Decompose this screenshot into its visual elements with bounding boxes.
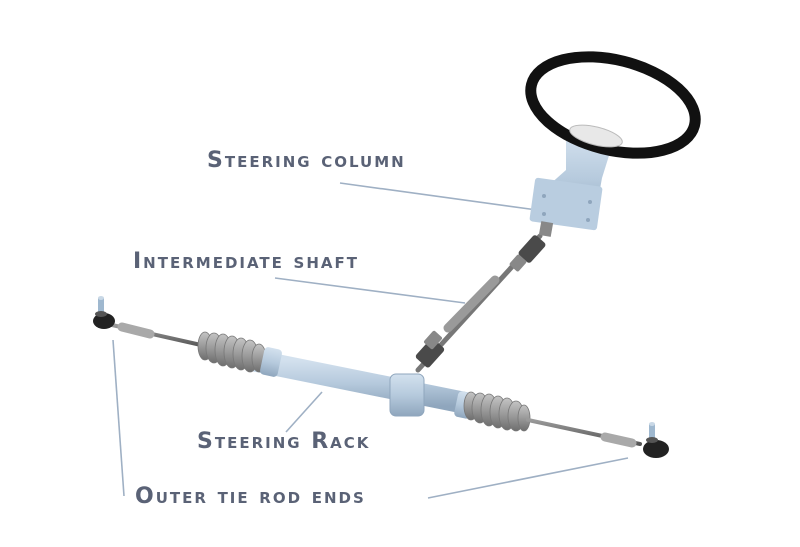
steering-wheel [525,51,701,159]
steering-rack-assembly [110,322,642,448]
leader-line-intermediate-shaft [274,277,466,304]
label-intermediate-shaft: Intermediate shaft [133,249,359,274]
lower-universal-joint [415,330,445,368]
leader-line-tie-rod-right [427,457,629,499]
leader-lines [112,182,629,499]
left-tie-rod-end [93,296,115,329]
upper-universal-joint [509,235,546,272]
steering-column [529,134,612,237]
right-rubber-boot [463,391,531,432]
label-outer-tie-rod-ends: Outer tie rod ends [135,484,366,509]
rack-housing-tube [241,349,491,417]
label-steering-column: Steering column [207,148,406,173]
label-steering-rack: Steering Rack [197,429,371,454]
right-rod-sleeve [600,432,637,448]
leader-line-tie-rod-left [112,339,125,497]
left-collar [260,347,282,377]
right-tie-rod-end [643,422,669,458]
left-rod-sleeve [117,322,155,339]
pinion-housing [389,373,425,417]
leader-line-steering-column [339,182,538,211]
intermediate-shaft [415,233,546,373]
leader-line-steering-rack [285,391,323,433]
left-rubber-boot [197,331,267,373]
